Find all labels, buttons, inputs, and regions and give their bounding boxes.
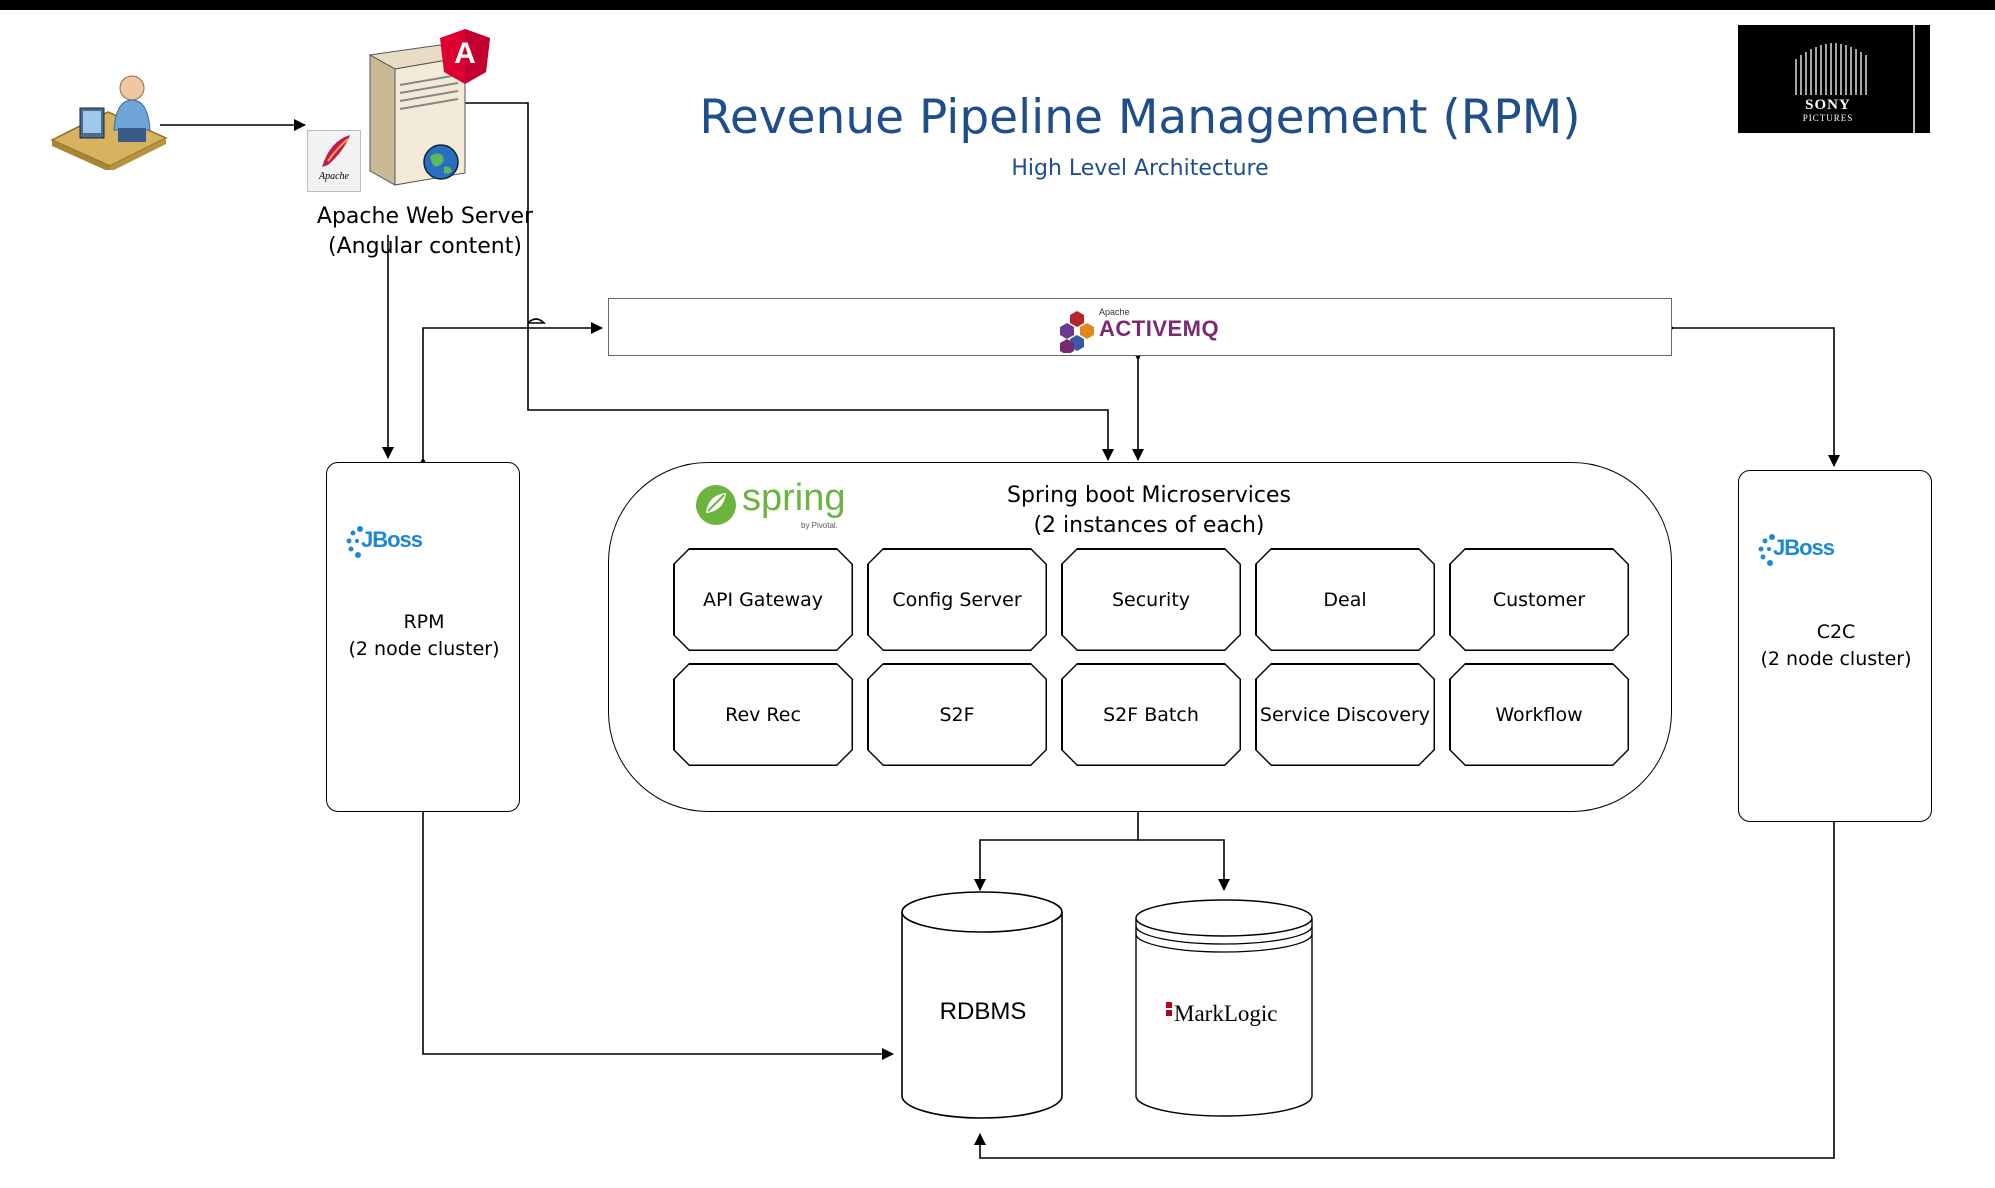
spring-microservices-container[interactable]: spring by Pivotal. Spring boot Microserv… <box>608 462 1672 812</box>
service-label: Rev Rec <box>675 665 852 765</box>
jboss-dots-icon <box>346 526 363 558</box>
marklogic-database-icon[interactable] <box>1134 896 1316 1122</box>
rdbms-database-icon[interactable] <box>900 890 1066 1122</box>
service-deal[interactable]: Deal <box>1255 548 1435 651</box>
service-label: Service Discovery <box>1257 665 1434 765</box>
jboss-dots-icon <box>1758 534 1775 566</box>
user-workstation-icon <box>50 75 168 170</box>
service-label: Workflow <box>1451 665 1628 765</box>
apache-badge: Apache <box>307 130 361 192</box>
service-label: Security <box>1063 550 1240 650</box>
c2c-label-line1: C2C <box>1816 621 1856 643</box>
sony-logo-line2: PICTURES <box>1802 113 1854 123</box>
rpm-label-line2: (2 node cluster) <box>348 638 500 660</box>
web-server-label-line1: Apache Web Server <box>316 204 534 229</box>
service-label: Customer <box>1451 550 1628 650</box>
microservices-title-line1: Spring boot Microservices <box>1007 483 1291 508</box>
web-server[interactable]: A Apache <box>300 25 500 195</box>
sony-pictures-logo: SONY PICTURES <box>1738 25 1930 133</box>
c2c-node[interactable]: JBoss C2C (2 node cluster) <box>1738 470 1932 822</box>
spring-leaf-icon <box>696 485 736 525</box>
page-title: Revenue Pipeline Management (RPM) <box>699 90 1581 145</box>
service-security[interactable]: Security <box>1061 548 1241 651</box>
service-label: API Gateway <box>675 550 852 650</box>
apache-feather-icon <box>322 135 350 167</box>
service-config-server[interactable]: Config Server <box>867 548 1047 651</box>
apache-badge-label: Apache <box>319 171 349 182</box>
service-s2f-batch[interactable]: S2F Batch <box>1061 663 1241 766</box>
service-label: S2F <box>869 665 1046 765</box>
angular-badge: A <box>454 37 476 70</box>
service-label: Config Server <box>869 550 1046 650</box>
spring-brand-small: by Pivotal. <box>801 521 838 530</box>
spring-brand: spring <box>742 477 846 519</box>
angular-icon <box>440 29 490 84</box>
server-icon <box>368 44 467 186</box>
activemq-brand: ACTIVEMQ <box>1099 316 1220 341</box>
service-s2f[interactable]: S2F <box>867 663 1047 766</box>
activemq-hex-icon <box>1060 311 1094 353</box>
service-label: S2F Batch <box>1063 665 1240 765</box>
rdbms-label: RDBMS <box>939 998 1027 1025</box>
service-service-discovery[interactable]: Service Discovery <box>1255 663 1435 766</box>
web-server-label-line2: (Angular content) <box>328 234 522 259</box>
service-api-gateway[interactable]: API Gateway <box>673 548 853 651</box>
service-rev-rec[interactable]: Rev Rec <box>673 663 853 766</box>
microservices-title-line2: (2 instances of each) <box>1033 513 1265 538</box>
service-workflow[interactable]: Workflow <box>1449 663 1629 766</box>
activemq-broker[interactable]: Apache ACTIVEMQ <box>608 298 1672 356</box>
activemq-brand-small: Apache <box>1099 307 1130 317</box>
c2c-jboss-brand: JBoss <box>1773 535 1835 560</box>
rpm-label-line1: RPM <box>403 611 445 633</box>
connectors <box>160 102 1840 1159</box>
service-label: Deal <box>1257 550 1434 650</box>
globe-icon <box>423 144 459 180</box>
rpm-node[interactable]: JBoss RPM (2 node cluster) <box>326 462 520 812</box>
c2c-label-line2: (2 node cluster) <box>1760 648 1912 670</box>
rpm-jboss-brand: JBoss <box>361 527 423 552</box>
diagram-canvas: Revenue Pipeline Management (RPM) High L… <box>0 10 1995 1188</box>
page-subtitle: High Level Architecture <box>1011 156 1269 181</box>
sony-logo-line1: SONY <box>1805 97 1851 113</box>
service-customer[interactable]: Customer <box>1449 548 1629 651</box>
marklogic-brand: MarkLogic <box>1174 1001 1278 1026</box>
